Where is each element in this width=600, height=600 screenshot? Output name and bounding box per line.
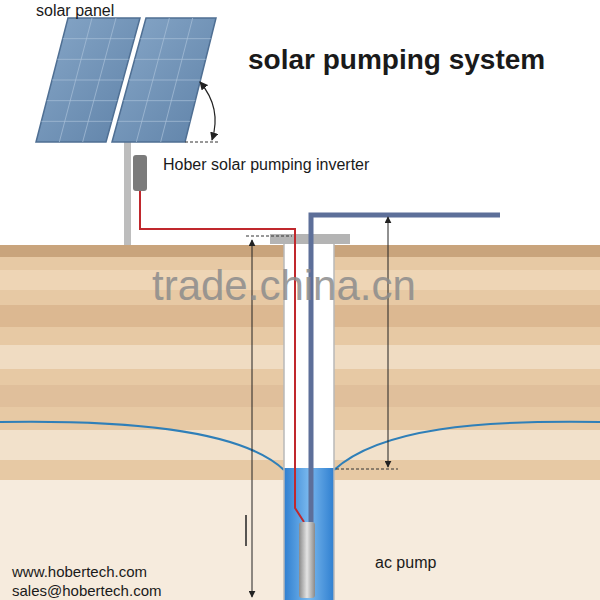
node-label: Hober solar pumping inverter [163, 156, 369, 174]
watermark: trade.china.cn [152, 262, 416, 310]
power-cable [140, 191, 304, 522]
inverter-box: Hober solar pumping inverter [133, 155, 147, 191]
part-label: solar panel [36, 2, 114, 20]
water-table [0, 422, 284, 470]
outlet-pipe [311, 215, 500, 522]
website-text: www.hobertech.com [12, 563, 147, 580]
pump-body: ac pump [299, 522, 315, 598]
dimension-line [388, 217, 389, 467]
solar-panel [112, 18, 216, 142]
panel-pole [124, 140, 131, 245]
title: solar pumping system [248, 44, 545, 76]
email-text: sales@hobertech.com [12, 582, 161, 599]
water-table [334, 422, 600, 470]
node-label: ac pump [375, 554, 436, 572]
angle-arrow [200, 82, 215, 140]
